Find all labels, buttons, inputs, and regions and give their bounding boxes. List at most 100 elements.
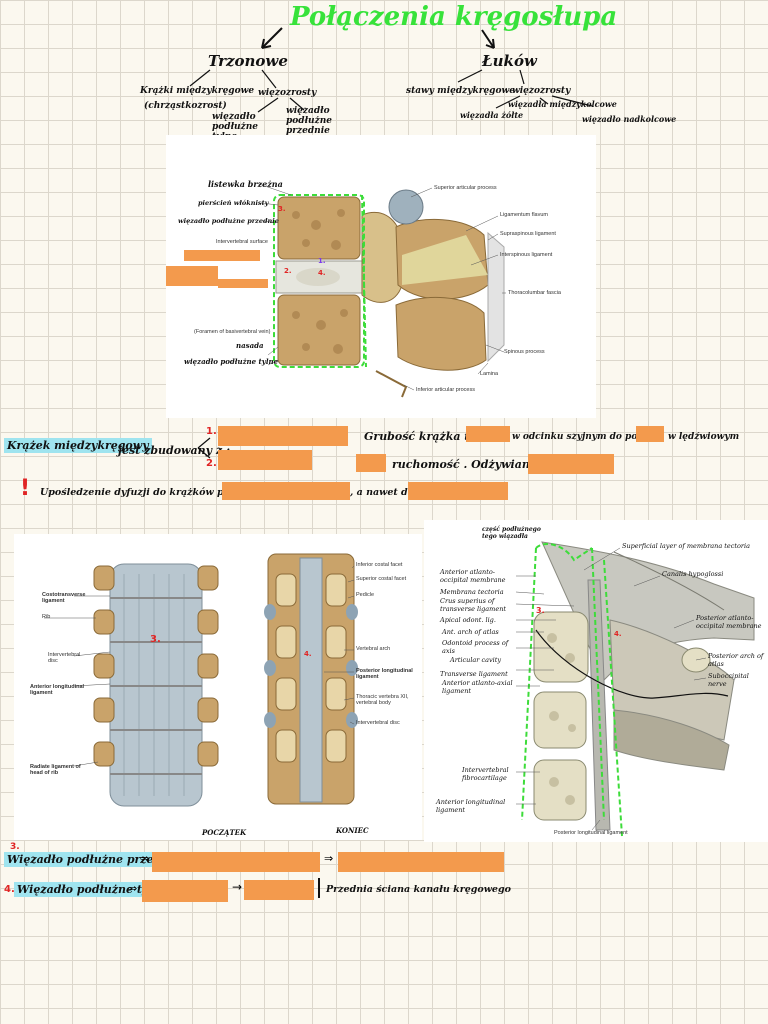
- label-apical: Apical odont. lig.: [440, 616, 496, 624]
- label-fibrocartilage: Intervertebral fibrocartilage: [462, 766, 509, 782]
- answer-3b: [338, 852, 504, 872]
- label-posterior-ligament: więzadło podłużne tylne: [184, 357, 279, 366]
- label-transverse: Transverse ligament: [440, 670, 508, 678]
- label-foramen: (Foramen of basivertebral vein): [194, 329, 271, 335]
- label-membrana-tectoria: Membrana tectoria: [440, 588, 504, 596]
- label-interspinous: Interspinous ligament: [500, 252, 553, 258]
- label-lamina: Lamina: [480, 371, 499, 377]
- label-suboccipital: Suboccipital nerve: [708, 672, 749, 688]
- label-posterior-atlanto-occipital: Posterior atlanto-occipital membrane: [696, 614, 762, 630]
- vertebra-illustration: [255, 182, 506, 398]
- mark: 3.: [150, 634, 161, 645]
- label-ant-arch: Ant. arch of atlas: [442, 628, 499, 636]
- label-posterior-arch: Posterior arch of atlas: [708, 652, 764, 668]
- arrow: →: [232, 880, 243, 894]
- label-thoracic-xii: Thoracic vertebra XII, vertebral body: [356, 694, 409, 706]
- label-rib: Rib: [42, 614, 51, 620]
- page-title: Połączenia kręgosłupa: [290, 2, 618, 32]
- thickness-text: Grubość krążka to: [364, 430, 477, 443]
- label-crus-superius: Crus superius of transverse ligament: [440, 597, 506, 613]
- arrow: ⇒: [324, 852, 334, 865]
- label-costotransverse: Costotransverse ligament: [42, 592, 86, 604]
- label-annulus: pierścień włóknisty: [198, 199, 269, 207]
- mobility-text: ruchomość . Odżywiany przez: [392, 458, 574, 471]
- caption-start: POCZĄTEK: [202, 828, 247, 837]
- arrow: ⇒: [140, 852, 150, 865]
- arrow: ⇒: [128, 882, 138, 895]
- item-number: 3.: [10, 842, 20, 852]
- mindmap-node: Krążki międzykręgowe: [140, 86, 255, 96]
- label-intervertebral-surface: Intervertebral surface: [216, 239, 268, 245]
- label-superficial-tectoria: Superficial layer of membrana tectoria: [622, 542, 750, 550]
- mark: 4.: [304, 650, 312, 658]
- label-spinous: Spinous process: [504, 349, 545, 355]
- label-anterior-longitudinal-3: Anterior longitudinal ligament: [436, 798, 506, 814]
- item-number: 1.: [206, 426, 217, 437]
- mark: 1.: [318, 257, 326, 265]
- answer-2: [218, 450, 312, 470]
- answer-thickness: [466, 426, 510, 442]
- label-marginal-ridge: listewka brzeżna: [208, 179, 283, 189]
- branch-right-label: Łuków: [482, 52, 537, 70]
- label-ivd-right: Intervertebral disc: [356, 720, 400, 726]
- label-odontoid: Odontoid process of axis: [442, 639, 509, 655]
- label-superior-articular: Superior articular process: [434, 185, 497, 191]
- mark: 4.: [614, 630, 622, 638]
- label-posterior-longitudinal: Posterior longitudinal ligament: [356, 668, 413, 680]
- label-atlanto-axial: Anterior atlanto-axial ligament: [442, 679, 513, 695]
- figure-vertebra-sagittal: listewka brzeżna pierścień włóknisty wię…: [166, 135, 596, 418]
- redaction: [218, 279, 268, 288]
- mark: 3.: [536, 606, 545, 615]
- label-superior-costal: Superior costal facet: [356, 576, 407, 582]
- label-supraspinous: Supraspinous ligament: [500, 231, 556, 237]
- mindmap-node: (chrząstkozrost): [144, 101, 227, 111]
- mindmap-node: więzozrosty: [258, 88, 317, 98]
- warning-text: Upośledzenie dyfuzji do krążków prowadzi…: [40, 487, 282, 498]
- label-hand-top: część podłużnego tego wiązadła: [482, 526, 541, 540]
- label-anterior-longitudinal: Anterior longitudinal ligament: [30, 684, 85, 696]
- mark: 2.: [284, 267, 292, 275]
- mindmap-node: więzadło nadkolcowe: [582, 114, 677, 124]
- answer-warning-2: [408, 482, 508, 500]
- label-articular-cavity: Articular cavity: [450, 656, 501, 664]
- mindmap-node: więzadła żółte: [460, 110, 524, 120]
- label-pedicle: Pedicle: [356, 592, 375, 598]
- anterior-ligament-label: Więzadło podłużne przednie: [4, 852, 184, 867]
- mindmap-node: stawy międzykręgowe: [406, 86, 515, 96]
- answer-nutrition: [528, 454, 614, 474]
- label-thoracolumbar: Thoracolumbar fascia: [508, 290, 561, 296]
- bracket-arrows: [197, 437, 211, 459]
- posterior-ligament-label: Więzadło podłużne tylne: [14, 882, 171, 897]
- warning-mark: !: [20, 476, 31, 501]
- label-ligamentum-flavum: Ligamentum flavum: [500, 212, 548, 218]
- disc-label: Krążek międzykręgowy: [4, 438, 152, 453]
- label-anterior-ligament: więzadło podłużne przednie: [178, 217, 279, 225]
- label-nasada: nasada: [236, 341, 264, 350]
- caption-end: KONIEC: [336, 826, 369, 835]
- mindmap-node: więzadła międzykolcowe: [508, 99, 617, 109]
- answer-warning-1: [222, 482, 350, 500]
- label-canalis-hypoglossi: Canalis hypoglossi: [662, 570, 724, 578]
- thoracic-illustration: [44, 553, 358, 807]
- answer-3a: [152, 852, 320, 872]
- figure-thoracic-ligaments: Costotransverse ligament Rib Interverteb…: [14, 534, 422, 840]
- label-atlanto-occipital: Anterior atlanto-occipital membrane: [440, 568, 506, 584]
- mark: 4.: [318, 269, 326, 277]
- then-text: , a nawet do: [350, 487, 415, 498]
- label-vertebral-arch: Vertebral arch: [356, 646, 391, 652]
- label-posterior-longitudinal-3: Posterior longitudinal ligament: [554, 830, 628, 836]
- answer-mobility: [356, 454, 386, 472]
- label-radiate: Radiate ligament of head of rib: [30, 764, 81, 776]
- branch-left-label: Trzonowe: [208, 52, 288, 70]
- mindmap-arrows: [189, 27, 593, 113]
- label-ivd-left: Intervertebral disc: [48, 652, 81, 664]
- divider: [318, 878, 320, 898]
- answer-4b: [244, 880, 314, 900]
- cervical-text: w odcinku szyjnym do ponad: [512, 432, 657, 442]
- mark: 3.: [278, 205, 286, 213]
- label-inferior-costal: Inferior costal facet: [356, 562, 403, 568]
- craniovertebral-illustration: [515, 541, 755, 837]
- answer-1: [218, 426, 348, 446]
- redaction: [184, 250, 260, 261]
- mindmap-node: więzozrosty: [512, 86, 571, 96]
